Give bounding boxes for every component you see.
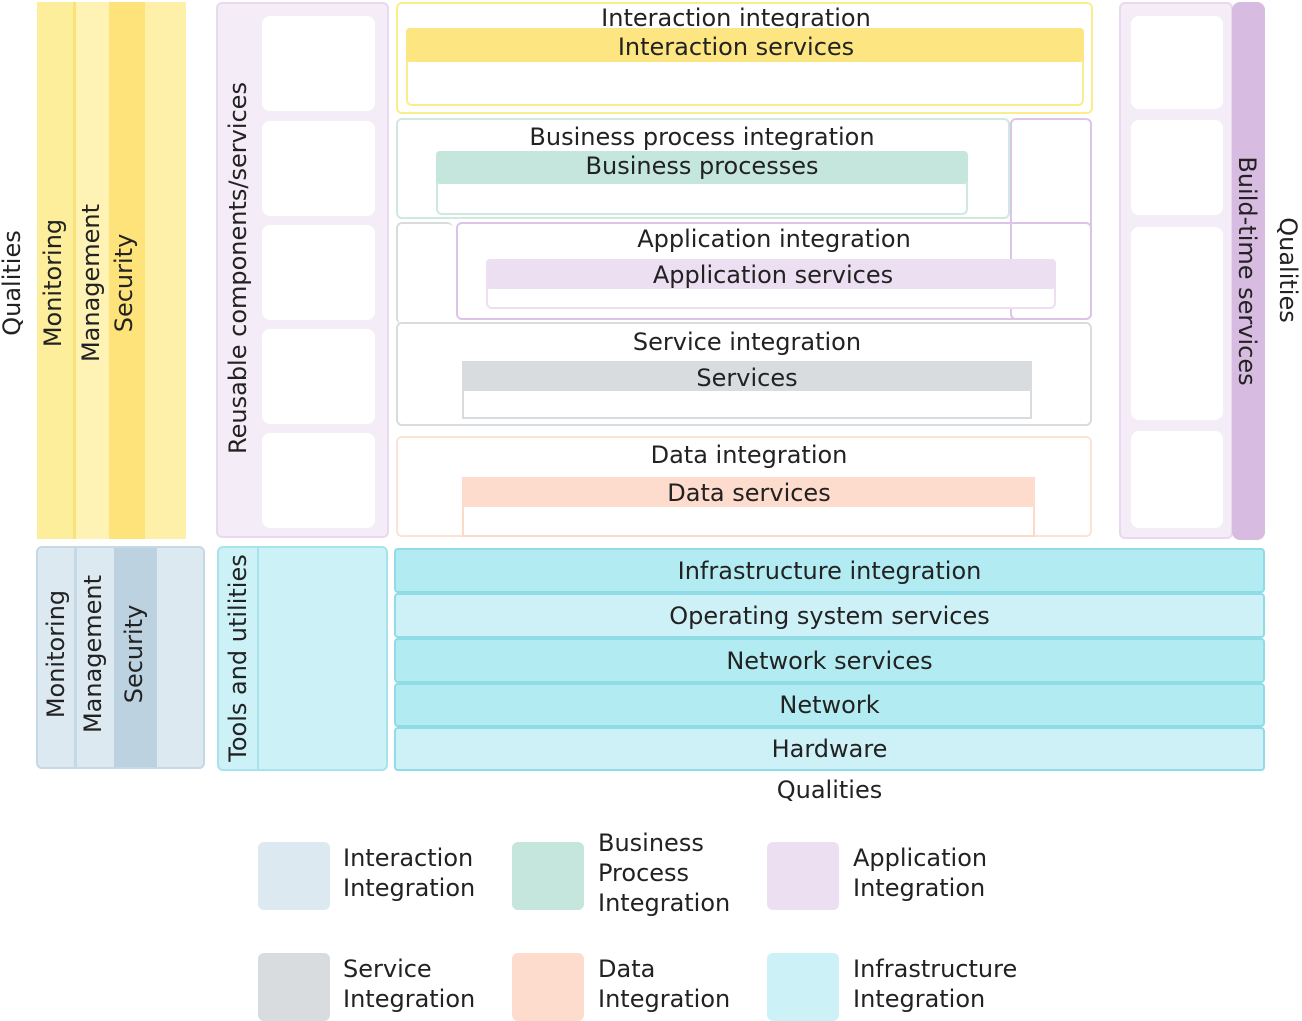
build-time-slot [1131, 120, 1223, 215]
tools-utilities-label: Tools and utilities [224, 554, 252, 762]
application-services-label: Application services [652, 261, 894, 289]
legend-swatch-infrastructure [767, 953, 839, 1021]
application-integration-label: Application integration [637, 225, 911, 253]
legend-swatch-data [512, 953, 584, 1021]
build-time-slot [1131, 227, 1223, 420]
business-processes-label: Business processes [585, 152, 819, 180]
monitoring-label: Monitoring [39, 218, 67, 348]
tools-utilities-panel [217, 546, 388, 771]
reusable-slot [262, 121, 375, 216]
infrastructure-band: Operating system services [394, 593, 1265, 638]
infrastructure-band: Hardware [394, 727, 1265, 771]
interaction-services-bar [406, 28, 1084, 62]
bottom-qualities-label: Qualities [776, 776, 883, 804]
infrastructure-band: Network [394, 683, 1265, 727]
business-process-integration-label: Business process integration [529, 123, 875, 151]
security-label: Security [110, 233, 138, 333]
data-integration-label: Data integration [650, 441, 848, 469]
lower-monitoring-label: Monitoring [42, 589, 70, 719]
business-processes-bar [436, 151, 968, 184]
build-time-services-bar [1232, 2, 1265, 540]
business-process-integration-box [396, 118, 1010, 219]
legend-swatch-service [258, 953, 330, 1021]
reusable-slot [262, 329, 375, 424]
right-qualities-label: Qualities [1274, 217, 1302, 323]
reusable-slot [262, 433, 375, 528]
left-qualities-panel [37, 2, 186, 539]
lower-qualities-panel [36, 546, 205, 769]
management-label: Management [77, 203, 105, 363]
service-integration-label: Service integration [632, 328, 862, 356]
lower-security-label: Security [120, 604, 148, 704]
service-integration-corner [396, 222, 453, 324]
interaction-integration-box [396, 2, 1093, 114]
lower-management-label: Management [79, 574, 107, 734]
reusable-components-label: Reusable components/services [224, 82, 252, 454]
left-qualities-label: Qualities [0, 230, 26, 336]
reusable-slot [262, 225, 375, 320]
data-services-bar [462, 477, 1035, 507]
legend-swatch-application [767, 842, 839, 910]
interaction-integration-label: Interaction integration [601, 4, 871, 32]
build-time-slot [1131, 431, 1223, 528]
service-integration-box [396, 322, 1092, 426]
legend-swatch-interaction [258, 842, 330, 910]
services-bar [462, 361, 1032, 391]
build-time-slot [1131, 16, 1223, 109]
legend-swatch-business-process [512, 842, 584, 910]
infrastructure-band: Infrastructure integration [394, 548, 1265, 593]
build-time-services-label: Build-time services [1233, 156, 1261, 386]
infrastructure-band: Network services [394, 638, 1265, 683]
reusable-slot [262, 16, 375, 111]
services-label: Services [696, 364, 798, 392]
data-services-label: Data services [667, 479, 831, 507]
application-integration-box [456, 222, 1092, 320]
interaction-services-label: Interaction services [617, 33, 855, 61]
application-services-bar [486, 259, 1056, 289]
